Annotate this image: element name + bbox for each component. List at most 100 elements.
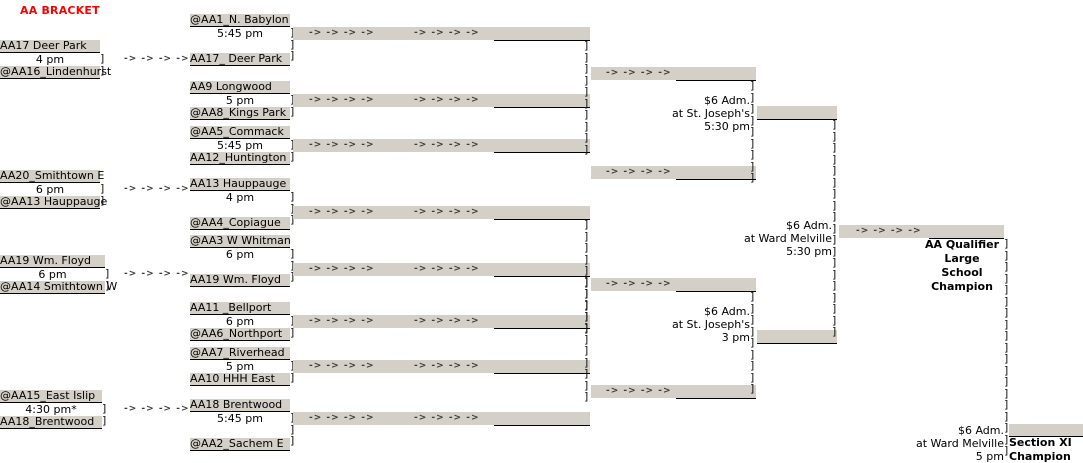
team-slot[interactable]: @AA15_East Islip <box>0 390 102 403</box>
bracket-connector: ] ] <box>105 268 110 292</box>
feeder-band <box>591 278 756 291</box>
r2-game-4: AA13 Hauppauge 4 pm @AA4_Copiague <box>190 178 290 230</box>
feeder-band <box>293 315 590 328</box>
team-slot[interactable]: @AA14 Smithtown W <box>0 280 118 294</box>
feeder-band <box>293 139 590 152</box>
advance-arrows: -> -> -> -> <box>414 95 480 105</box>
feeder-band <box>293 27 590 40</box>
feeder-band <box>591 385 756 398</box>
feeder-band <box>293 360 590 373</box>
venue: at Ward Melville <box>743 232 832 245</box>
slot-rule <box>494 219 590 220</box>
bracket-connector: ] ] <box>100 183 105 207</box>
slot-rule <box>676 80 756 81</box>
team-slot[interactable]: AA18_Brentwood <box>0 416 102 429</box>
feeder-band <box>293 94 590 107</box>
slot-rule <box>494 152 590 153</box>
bracket-connector: ] ] <box>290 94 295 118</box>
r2-game-3: @AA5_Commack 5:45 pm AA12_Huntington <box>190 126 290 165</box>
advance-arrows: -> -> -> -> <box>414 361 480 371</box>
team-slot[interactable]: @AA13 Hauppauge <box>0 195 108 209</box>
final-info: $6 Adm. at Ward Melville 5:30 pm <box>742 219 832 258</box>
bracket-connector: ] ] ] ] ] ] ] ] ] <box>750 80 755 184</box>
feeder-band <box>757 106 837 119</box>
slot-rule <box>494 107 590 108</box>
team-slot[interactable]: @AA16_Lindenhurst <box>0 65 112 79</box>
slot-rule <box>757 119 837 120</box>
slot-rule <box>1009 436 1083 437</box>
team-slot[interactable]: AA11 _Bellport <box>190 302 290 315</box>
champion-line: Large <box>944 252 980 265</box>
bracket-connector: ] ] <box>290 360 295 384</box>
advance-arrows: -> -> -> -> <box>414 413 480 423</box>
game-time: 5 pm <box>975 450 1004 463</box>
advance-arrows: -> -> -> -> <box>414 264 480 274</box>
team-slot[interactable]: @AA2_Sachem E <box>190 438 290 451</box>
advance-arrows: -> -> -> -> <box>124 54 190 64</box>
advance-arrows: -> -> -> -> <box>414 207 480 217</box>
advance-arrows: -> -> -> -> <box>414 28 480 38</box>
admission-price: $6 Adm. <box>957 424 1004 437</box>
bracket-connector: ] ] ] <box>290 191 295 226</box>
bracket-connector: ] ] <box>100 53 105 77</box>
venue: at St. Joseph's <box>671 107 750 120</box>
feeder-band <box>591 166 756 179</box>
team-slot[interactable]: AA17_ Deer Park <box>190 53 290 66</box>
game-time: 6 pm <box>225 315 255 328</box>
team-slot[interactable]: AA19 Wm. Floyd <box>0 255 105 268</box>
game-time: 5 pm <box>225 360 255 373</box>
admission-price: $6 Adm. <box>785 219 832 232</box>
feeder-band <box>1009 424 1083 437</box>
team-slot[interactable]: AA20_Smithtown E <box>0 169 105 183</box>
advance-arrows: -> -> -> -> <box>606 279 672 289</box>
advance-arrows: -> -> -> -> <box>309 413 375 423</box>
team-slot[interactable]: AA17 Deer Park <box>0 40 100 53</box>
r1-game-3: AA19 Wm. Floyd 6 pm @AA14 Smithtown W <box>0 255 118 294</box>
advance-arrows: -> -> -> -> <box>856 226 922 236</box>
team-slot[interactable]: @AA6_Northport <box>190 328 290 341</box>
game-time: 6 pm <box>38 268 67 281</box>
game-time: 3 pm <box>721 331 750 344</box>
team-slot[interactable]: AA10 HHH East <box>190 373 290 386</box>
venue: at Ward Melville <box>915 437 1004 450</box>
bracket-connector: ] ] ] <box>290 412 295 447</box>
champion-line: Section XI <box>1009 436 1072 449</box>
bracket-connector: ] ] ] ] ] ] ] ] ] ] ] ] ] ] ] ] ] ] ] <box>832 119 837 338</box>
admission-price: $6 Adm. <box>703 94 750 107</box>
game-time: 4 pm <box>225 191 255 204</box>
team-slot[interactable]: @AA1_N. Babylon <box>190 13 290 27</box>
advance-arrows: -> -> -> -> <box>124 184 190 194</box>
team-slot[interactable]: AA13 Hauppauge <box>190 178 290 191</box>
team-slot[interactable]: AA18 Brentwood <box>190 399 290 412</box>
slot-rule <box>494 373 590 374</box>
advance-arrows: -> -> -> -> <box>309 140 375 150</box>
r2-game-2: AA9 Longwood 5 pm @AA8_Kings Park <box>190 81 290 120</box>
game-time: 4 pm <box>35 53 65 66</box>
slot-rule <box>676 398 756 399</box>
game-time: 5:30 pm <box>786 245 832 258</box>
feeder-band <box>839 225 1004 238</box>
venue: at St. Joseph's <box>671 318 750 331</box>
semifinal-upper-info: $6 Adm. at St. Joseph's 5:30 pm <box>655 94 750 133</box>
r2-game-5: @AA3 W Whitman 6 pm AA19 Wm. Floyd <box>190 234 291 287</box>
bracket-connector: ] ] ] <box>290 27 295 62</box>
team-slot[interactable]: AA19 Wm. Floyd <box>190 274 290 287</box>
advance-arrows: -> -> -> -> <box>124 404 190 414</box>
r1-game-4: @AA15_East Islip 4:30 pm* AA18_Brentwood <box>0 390 102 429</box>
advance-arrows: -> -> -> -> <box>309 207 375 217</box>
semifinal-lower-info: $6 Adm. at St. Joseph's 3 pm <box>655 305 750 344</box>
slot-rule <box>494 425 590 426</box>
team-slot[interactable]: @AA4_Copiague <box>190 217 290 230</box>
team-slot[interactable]: @AA8_Kings Park <box>190 107 290 120</box>
advance-arrows: -> -> -> -> <box>309 361 375 371</box>
team-slot[interactable]: @AA3 W Whitman <box>190 234 291 248</box>
team-slot[interactable]: AA12_Huntington <box>190 152 290 165</box>
team-slot[interactable]: @AA7_Riverhead <box>190 347 290 360</box>
slot-rule <box>929 238 1004 239</box>
advance-arrows: -> -> -> -> <box>309 316 375 326</box>
champion-line: Champion <box>931 280 993 293</box>
feeder-band <box>591 67 756 80</box>
team-slot[interactable]: @AA5_Commack <box>190 126 290 139</box>
team-slot[interactable]: AA9 Longwood <box>190 81 290 94</box>
